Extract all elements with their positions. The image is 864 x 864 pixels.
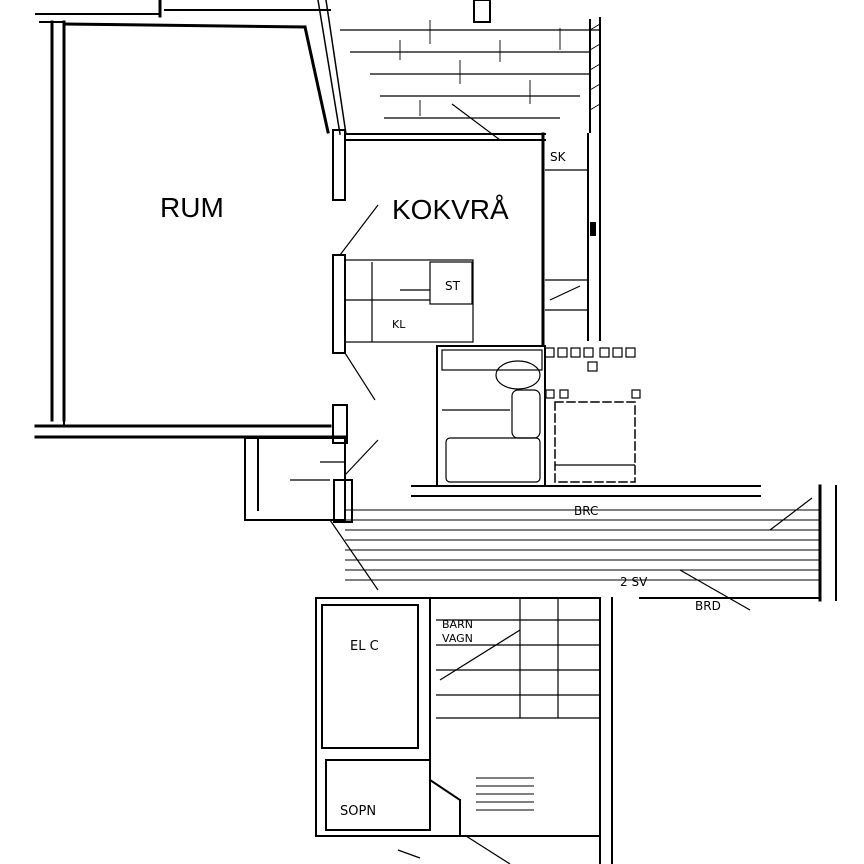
annotation-kl: KL <box>392 318 406 331</box>
annotation-barnvagn-line2: VAGN <box>442 632 473 645</box>
kitchen-nook <box>344 132 601 347</box>
bathroom <box>436 345 636 487</box>
annotation-st: ST <box>445 279 461 293</box>
annotation-brd: BRD <box>695 599 721 613</box>
vent-squares <box>544 347 641 399</box>
annotation-sv: 2 SV <box>620 575 648 589</box>
lower-stairwell <box>315 597 821 864</box>
annotation-elc: EL C <box>350 639 379 654</box>
landing-hatching <box>345 497 820 611</box>
annotation-sk: SK <box>550 150 567 164</box>
room-label-rum: RUM <box>160 192 224 223</box>
annotation-sopn: SOPN <box>340 804 376 819</box>
entrance-hall <box>244 437 837 602</box>
annotation-brc: BRC <box>574 504 598 518</box>
annotation-barnvagn-line1: BARN <box>442 618 473 631</box>
room-label-kokvra: KOKVRÅ <box>392 194 509 225</box>
upper-stair-hatching <box>340 0 601 141</box>
room-rum-walls <box>34 0 379 444</box>
